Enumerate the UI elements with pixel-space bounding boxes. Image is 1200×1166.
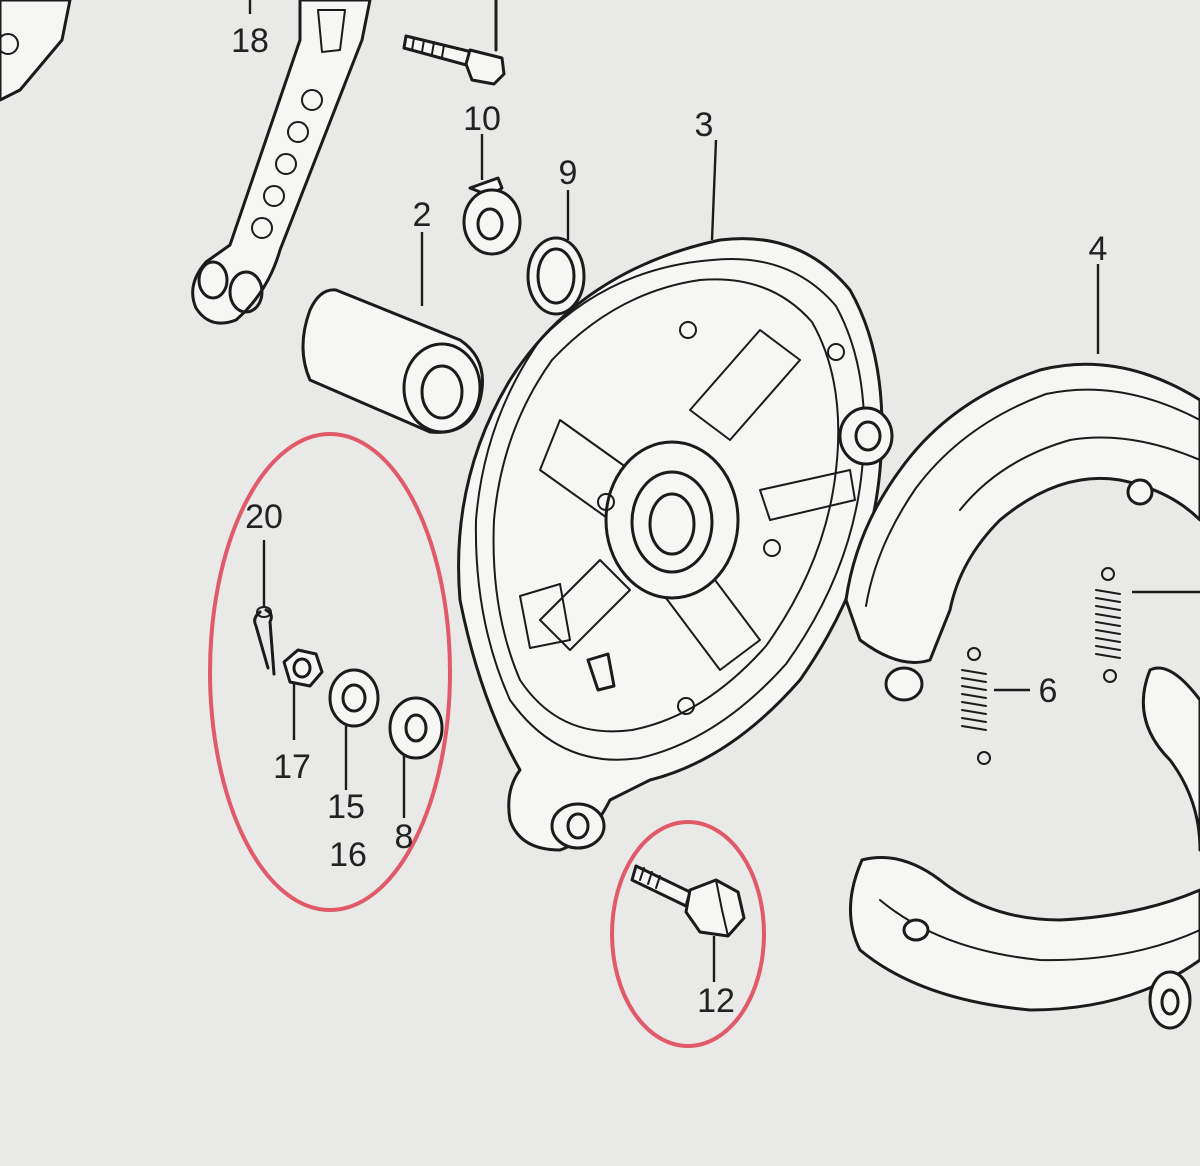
plain-washer	[328, 668, 380, 728]
brake-arm	[191, 0, 372, 325]
lock-washer	[462, 176, 522, 256]
brake-shoe-lower	[849, 666, 1200, 1030]
callout-17: 17	[273, 748, 311, 786]
callout-9: 9	[559, 154, 578, 192]
castle-nut	[282, 648, 324, 688]
callout-15: 15	[327, 788, 365, 826]
callout-8: 8	[395, 818, 414, 856]
callout-20: 20	[245, 498, 283, 536]
highlight-circle-left	[208, 432, 452, 912]
callout-18: 18	[231, 22, 269, 60]
washer	[526, 236, 586, 316]
leader-lines	[248, 0, 1200, 982]
bolt-top	[402, 0, 506, 86]
anchor-bolt	[630, 864, 746, 938]
callout-6: 6	[1039, 672, 1058, 710]
callout-10: 10	[463, 100, 501, 138]
highlight-circle-right	[610, 820, 766, 1048]
callout-3: 3	[695, 106, 714, 144]
cotter-pin	[253, 606, 276, 676]
callout-4: 4	[1089, 230, 1108, 268]
return-spring-lower	[961, 647, 991, 765]
brake-shoe-upper	[844, 362, 1200, 702]
partial-part-top-left	[0, 0, 72, 102]
return-spring-upper	[1095, 567, 1121, 683]
brake-panel	[457, 237, 894, 852]
callout-2: 2	[413, 196, 432, 234]
spring-washer	[388, 696, 444, 760]
callout-12: 12	[697, 982, 735, 1020]
spacer-collar	[301, 288, 484, 434]
callout-16: 16	[329, 836, 367, 874]
